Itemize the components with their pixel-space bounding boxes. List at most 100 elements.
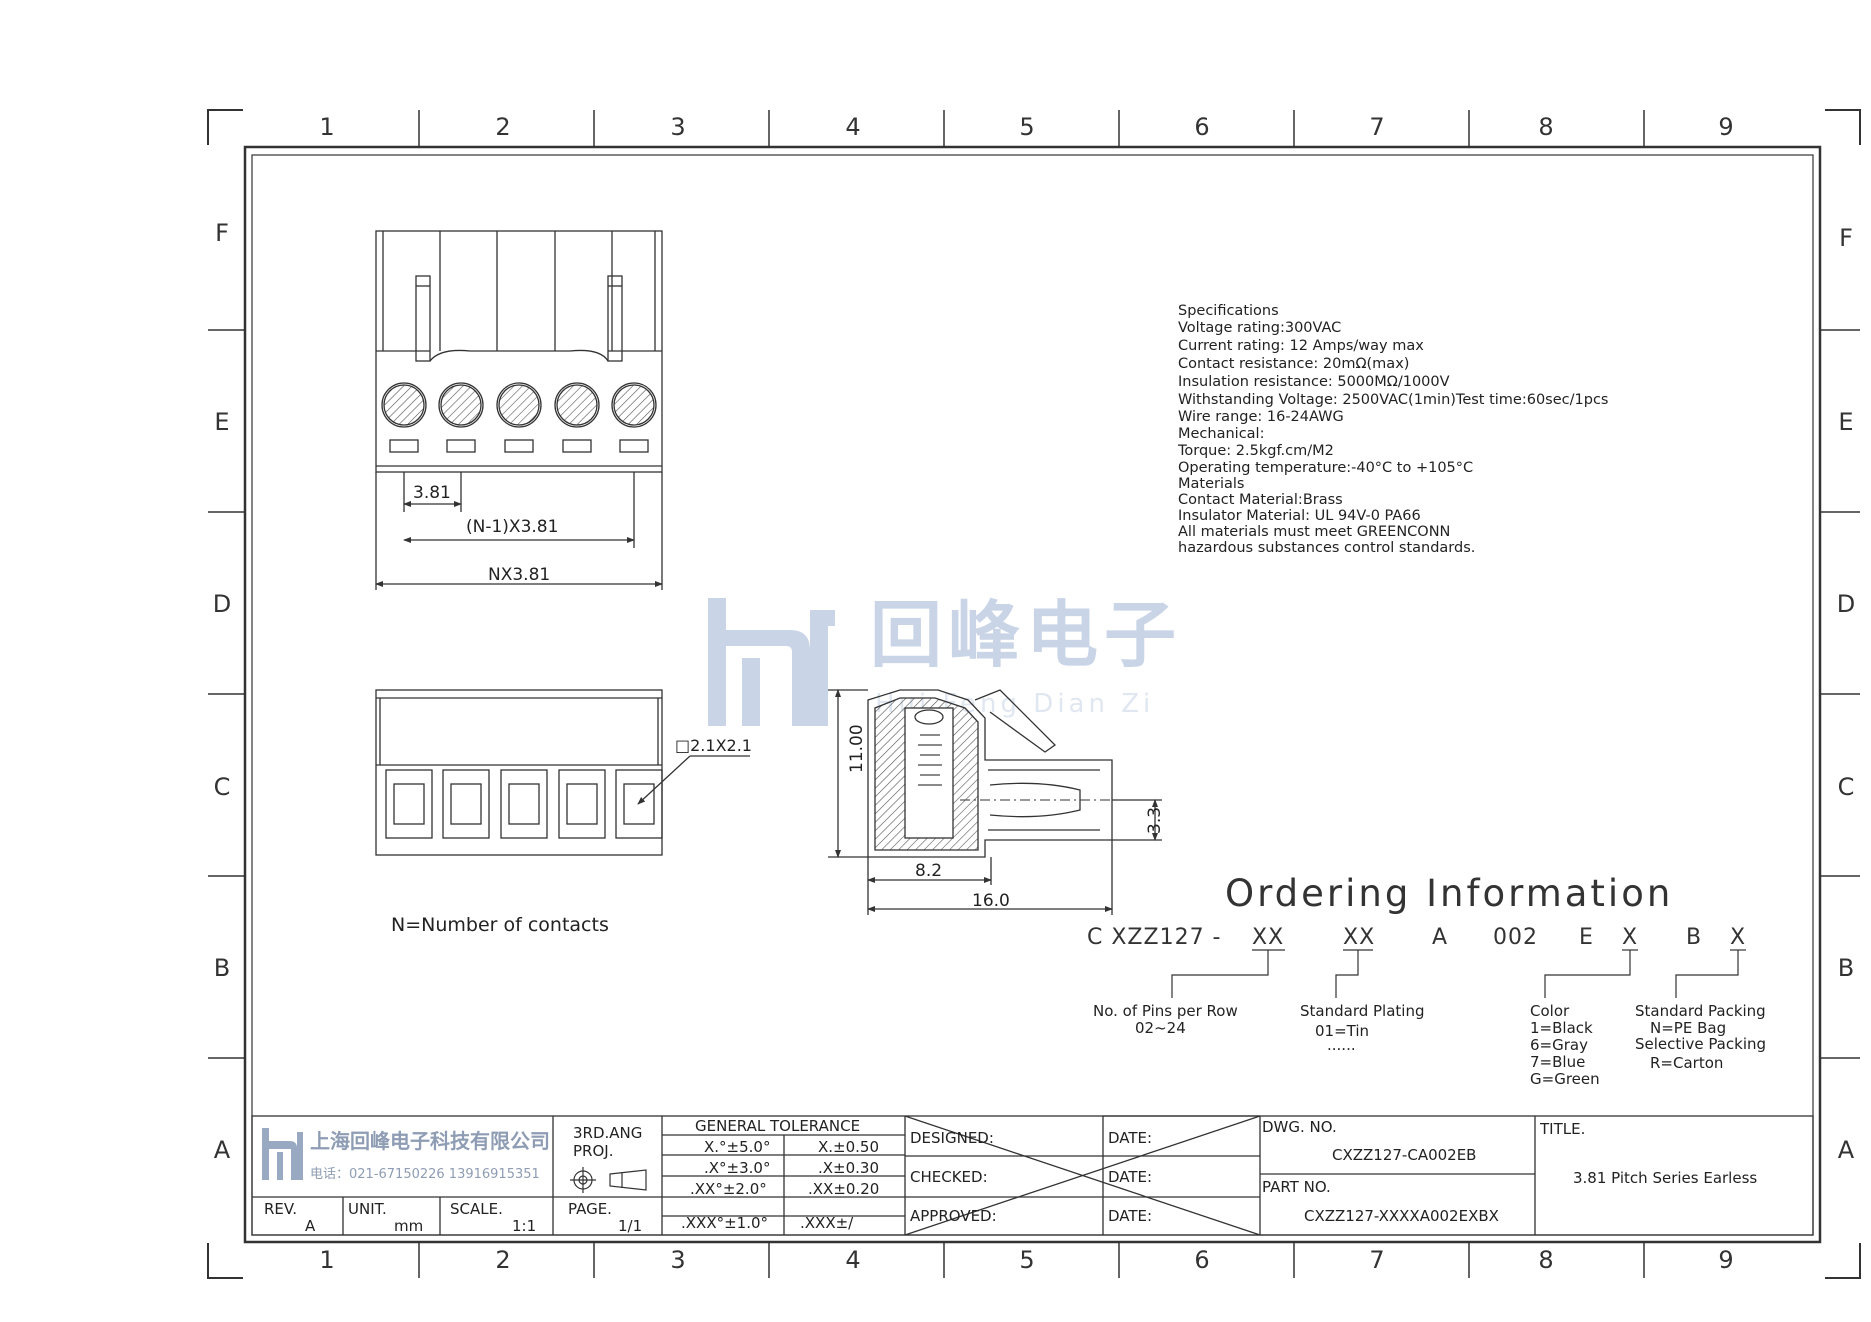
spec-line-7: Mechanical: bbox=[1178, 426, 1264, 442]
zone-col-3-bottom: 3 bbox=[670, 1246, 685, 1274]
zone-row-b: B bbox=[214, 954, 230, 982]
code-a: A bbox=[1432, 925, 1448, 950]
code-prefix: C XZZ127 - bbox=[1087, 925, 1222, 950]
dwg-value: CXZZ127-CA002EB bbox=[1332, 1146, 1476, 1164]
dim-depth-b: 16.0 bbox=[972, 891, 1010, 911]
company-logo-small bbox=[262, 1128, 303, 1180]
zone-col-5: 5 bbox=[1019, 113, 1034, 141]
color-label-4: G=Green bbox=[1530, 1070, 1600, 1088]
screw-heads bbox=[381, 382, 657, 428]
contacts-note: N=Number of contacts bbox=[391, 914, 609, 936]
color-label-0: Color bbox=[1530, 1002, 1570, 1020]
zone-col-7: 7 bbox=[1369, 113, 1384, 141]
dim-total: NX3.81 bbox=[488, 565, 550, 585]
spec-line-8: Torque: 2.5kgf.cm/M2 bbox=[1177, 443, 1334, 459]
spec-line-11: Contact Material:Brass bbox=[1178, 492, 1343, 508]
tolerance-title: GENERAL TOLERANCE bbox=[695, 1117, 860, 1135]
zone-row-e: E bbox=[214, 408, 229, 436]
code-pins: XX bbox=[1252, 925, 1284, 950]
company-name: 上海回峰电子科技有限公司 bbox=[310, 1129, 550, 1153]
proj-line1: 3RD.ANG bbox=[573, 1124, 642, 1142]
zone-row-d: D bbox=[213, 590, 231, 618]
spec-line-14: hazardous substances control standards. bbox=[1178, 540, 1475, 556]
zone-row-c: C bbox=[214, 773, 231, 801]
pins-label-0: No. of Pins per Row bbox=[1093, 1002, 1238, 1020]
color-label-2: 6=Gray bbox=[1530, 1036, 1588, 1054]
zone-col-2: 2 bbox=[495, 113, 510, 141]
zone-row-f-right: F bbox=[1839, 224, 1853, 252]
page-value: 1/1 bbox=[618, 1217, 642, 1235]
spec-line-5: Withstanding Voltage: 2500VAC(1min)Test … bbox=[1178, 392, 1608, 408]
zone-col-2-bottom: 2 bbox=[495, 1246, 510, 1274]
dim-span: (N-1)X3.81 bbox=[466, 517, 558, 537]
color-label-1: 1=Black bbox=[1530, 1019, 1593, 1037]
top-view bbox=[375, 230, 663, 590]
title-block-grid bbox=[251, 1115, 1814, 1236]
pin-cavities bbox=[385, 769, 663, 839]
zone-col-7-bottom: 7 bbox=[1369, 1246, 1384, 1274]
title-block-text: REV. A UNIT. mm SCALE. 1:1 3RD.ANG PROJ.… bbox=[264, 1117, 1757, 1235]
ordering-leaders bbox=[1171, 949, 1746, 998]
zone-row-d-right: D bbox=[1837, 590, 1855, 618]
plating-label-1: 01=Tin bbox=[1315, 1022, 1369, 1040]
tol-linear-0: X.±0.50 bbox=[818, 1138, 879, 1156]
unit-value: mm bbox=[394, 1217, 423, 1235]
title-value: 3.81 Pitch Series Earless bbox=[1573, 1169, 1757, 1187]
tol-angle-3: .XXX°±1.0° bbox=[681, 1214, 768, 1232]
ordering-notes: No. of Pins per Row 02~24 Standard Plati… bbox=[1093, 1002, 1766, 1088]
designed-label: DESIGNED: bbox=[910, 1129, 994, 1147]
proj-line2: PROJ. bbox=[573, 1142, 613, 1160]
spec-line-12: Insulator Material: UL 94V-0 PA66 bbox=[1178, 508, 1421, 524]
dim-pin-square: □2.1X2.1 bbox=[675, 736, 752, 755]
dim-pitch: 3.81 bbox=[413, 483, 451, 503]
checked-date-label: DATE: bbox=[1108, 1168, 1152, 1186]
ordering-title: Ordering Information bbox=[1225, 872, 1673, 915]
checked-label: CHECKED: bbox=[910, 1168, 988, 1186]
plating-label-0: Standard Plating bbox=[1300, 1002, 1425, 1020]
tol-linear-3: .XXX±/ bbox=[800, 1214, 854, 1232]
zone-labels-right: F E D C B A bbox=[1837, 224, 1855, 1164]
zone-row-b-right: B bbox=[1838, 954, 1854, 982]
title-label: TITLE. bbox=[1539, 1120, 1585, 1138]
zone-row-a-right: A bbox=[1838, 1136, 1855, 1164]
packing-label-3: R=Carton bbox=[1650, 1054, 1723, 1072]
zone-row-c-right: C bbox=[1838, 773, 1855, 801]
page-label: PAGE. bbox=[568, 1200, 612, 1218]
zone-col-5-bottom: 5 bbox=[1019, 1246, 1034, 1274]
designed-date-label: DATE: bbox=[1108, 1129, 1152, 1147]
spec-line-1: Voltage rating:300VAC bbox=[1178, 320, 1341, 336]
zone-col-1: 1 bbox=[319, 113, 334, 141]
watermark-logo bbox=[708, 598, 835, 726]
zone-col-4-bottom: 4 bbox=[845, 1246, 860, 1274]
dwg-label: DWG. NO. bbox=[1262, 1118, 1337, 1136]
packing-label-1: N=PE Bag bbox=[1650, 1019, 1726, 1037]
dim-depth-a: 8.2 bbox=[915, 861, 942, 881]
zone-col-9: 9 bbox=[1718, 113, 1733, 141]
rev-value: A bbox=[305, 1217, 316, 1235]
tol-angle-2: .XX°±2.0° bbox=[690, 1180, 767, 1198]
scale-value: 1:1 bbox=[512, 1217, 536, 1235]
part-label: PART NO. bbox=[1262, 1178, 1331, 1196]
zone-row-e-right: E bbox=[1838, 408, 1853, 436]
side-view bbox=[828, 689, 1162, 915]
code-b: B bbox=[1686, 925, 1702, 950]
spec-line-9: Operating temperature:-40°C to +105°C bbox=[1178, 460, 1473, 476]
spec-line-3: Contact resistance: 20mΩ(max) bbox=[1178, 356, 1409, 372]
zone-col-6-bottom: 6 bbox=[1194, 1246, 1209, 1274]
zone-col-1-bottom: 1 bbox=[319, 1246, 334, 1274]
zone-labels-top: 1 2 3 4 5 6 7 8 9 bbox=[319, 113, 1733, 141]
zone-col-9-bottom: 9 bbox=[1718, 1246, 1733, 1274]
zone-labels-left: F E D C B A bbox=[213, 219, 231, 1164]
sheet-corners bbox=[207, 109, 1861, 1279]
approved-label: APPROVED: bbox=[910, 1207, 997, 1225]
packing-label-2: Selective Packing bbox=[1635, 1035, 1766, 1053]
dim-pin-height: 3.3 bbox=[1145, 807, 1165, 834]
projection-symbol bbox=[570, 1167, 647, 1193]
front-view bbox=[375, 689, 750, 856]
zone-labels-bottom: 1 2 3 4 5 6 7 8 9 bbox=[319, 1246, 1733, 1274]
tol-linear-1: .X±0.30 bbox=[818, 1159, 879, 1177]
code-plating: XX bbox=[1343, 925, 1375, 950]
packing-label-0: Standard Packing bbox=[1635, 1002, 1766, 1020]
zone-row-f: F bbox=[215, 219, 229, 247]
tol-linear-2: .XX±0.20 bbox=[808, 1180, 879, 1198]
